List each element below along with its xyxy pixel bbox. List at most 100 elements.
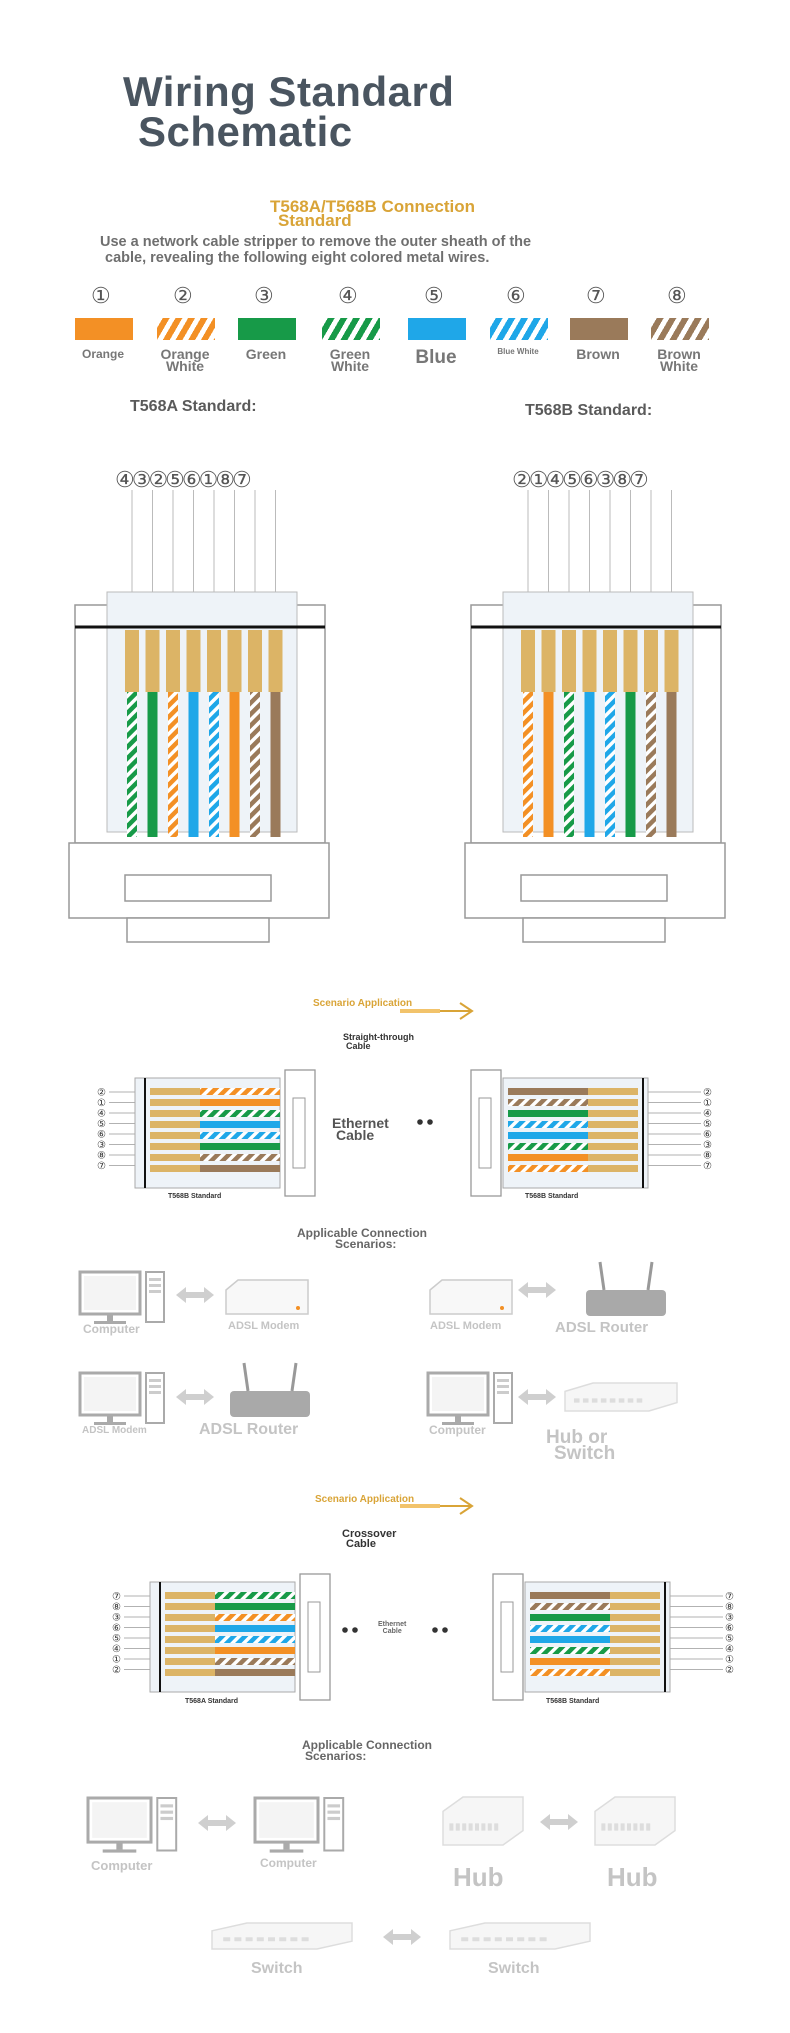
switch-port-icon xyxy=(573,1398,580,1403)
s1-pair4-right-line-1: Hub or xyxy=(546,1427,608,1448)
switch-port-icon xyxy=(494,1823,499,1831)
pin-number: ④ xyxy=(703,1109,712,1120)
switch-port-icon xyxy=(301,1937,309,1942)
wire-number: ⑦ xyxy=(586,284,606,309)
monitor-base-icon xyxy=(94,1321,126,1324)
gold-contact xyxy=(603,630,617,692)
wire-number: ③ xyxy=(254,284,274,309)
pin-number: ⑥ xyxy=(703,1130,712,1141)
switch-port-icon xyxy=(618,1398,625,1403)
connector-tail xyxy=(522,917,666,943)
tower-bay-icon xyxy=(149,1284,161,1287)
wire-swatch xyxy=(322,318,380,340)
wire-label: Green xyxy=(221,346,311,362)
wire-number: ⑤ xyxy=(424,284,444,309)
switch-icon xyxy=(442,1796,524,1846)
page-title: Wiring Standard Schematic xyxy=(123,71,454,153)
scenario2-applicable: Applicable Connection Scenarios: xyxy=(302,1738,433,1762)
description-line-1: Use a network cable stripper to remove t… xyxy=(100,234,532,250)
wire-core xyxy=(523,692,533,837)
tower-bay-icon xyxy=(160,1810,174,1814)
gold-contact xyxy=(588,1165,638,1172)
connector-tail xyxy=(126,917,270,943)
t568a-order: ④③②⑤⑥①⑧⑦ xyxy=(115,468,252,493)
gold-contact xyxy=(227,630,242,692)
gold-contact xyxy=(150,1099,200,1106)
scenario1-middle-line-1: Ethernet xyxy=(332,1115,389,1131)
pin-number: ⑤ xyxy=(97,1119,106,1130)
gold-contact xyxy=(150,1088,200,1095)
gold-contact xyxy=(610,1625,660,1632)
router-icon xyxy=(586,1290,666,1316)
pin-number: ⑧ xyxy=(703,1151,712,1162)
pin-number: ① xyxy=(703,1098,712,1109)
wire-core xyxy=(605,692,615,837)
wire-core xyxy=(215,1625,295,1632)
gold-contact xyxy=(541,630,556,692)
gold-contact xyxy=(150,1154,200,1161)
tower-bay-icon xyxy=(327,1804,341,1808)
gold-contact xyxy=(165,1658,215,1665)
gold-contact xyxy=(268,630,283,692)
antenna-icon xyxy=(598,1261,606,1291)
wire-core xyxy=(215,1647,295,1654)
scenario2-cable-type-line-1: Crossover xyxy=(342,1528,397,1540)
scenario2-right-caption: T568B Standard xyxy=(546,1698,600,1705)
wire-core xyxy=(646,692,656,837)
wire-core xyxy=(200,1132,280,1139)
plug-latch xyxy=(307,1601,321,1673)
switch-port-icon xyxy=(483,1937,491,1942)
wire-swatch xyxy=(75,318,133,340)
wire-core xyxy=(508,1121,588,1128)
wire-core xyxy=(530,1614,610,1621)
dot xyxy=(352,1627,358,1633)
wire-swatch xyxy=(570,318,628,340)
scenario2-applicable-line-1: Applicable Connection xyxy=(302,1738,433,1752)
wire-core xyxy=(200,1165,280,1172)
switch-icon xyxy=(564,1382,678,1412)
switch-icon xyxy=(449,1922,591,1950)
screen-icon xyxy=(84,1377,136,1411)
switch-port-icon xyxy=(475,1823,479,1831)
wire-core xyxy=(530,1658,610,1665)
gold-contact xyxy=(588,1154,638,1161)
wire-core xyxy=(508,1143,588,1150)
scenario2-left-caption: T568A Standard xyxy=(185,1698,239,1705)
wire-core xyxy=(200,1088,280,1095)
switch-port-icon xyxy=(609,1398,616,1403)
connection-standard-heading: T568A/T568B Connection Standard xyxy=(270,198,475,230)
s2-pair3-left: Switch xyxy=(251,1960,303,1977)
s2-pair2-right: Hub xyxy=(607,1862,658,1892)
wire-number: ⑥ xyxy=(506,284,526,309)
wire-core xyxy=(508,1132,588,1139)
pin-number: ⑤ xyxy=(703,1119,712,1130)
tower-bay-icon xyxy=(160,1816,174,1821)
pin-number: ① xyxy=(725,1655,734,1666)
tower-bay-icon xyxy=(149,1278,161,1281)
wire-label: Brown xyxy=(553,347,643,361)
tower-bay-icon xyxy=(497,1385,509,1388)
switch-port-icon xyxy=(468,1823,473,1831)
scenario1-cable-type-line-1: Straight-through xyxy=(343,1032,414,1042)
pin-number: ⑤ xyxy=(725,1634,734,1645)
gold-contact xyxy=(588,1088,638,1095)
pin-number: ④ xyxy=(97,1109,106,1120)
wire-core xyxy=(209,692,219,837)
connection-standard-line-2: Standard xyxy=(278,211,352,230)
scenario1-middle: Ethernet Cable xyxy=(332,1115,389,1142)
pin-number: ⑧ xyxy=(97,1151,106,1162)
switch-port-icon xyxy=(462,1823,467,1831)
gold-contact xyxy=(165,1625,215,1632)
wire-core xyxy=(200,1121,280,1128)
switch-port-icon xyxy=(256,1937,264,1942)
bidirectional-arrow-icon xyxy=(176,1389,214,1405)
wire-number: ② xyxy=(173,284,193,309)
wire-label-line-1: Green xyxy=(245,346,287,362)
pin-number: ⑧ xyxy=(725,1602,734,1613)
pin-number: ① xyxy=(97,1098,106,1109)
gold-contact xyxy=(610,1592,660,1599)
scenario1-applicable: Applicable Connection Scenarios: xyxy=(297,1227,427,1250)
pin-number: ② xyxy=(97,1088,106,1099)
gold-contact xyxy=(150,1132,200,1139)
gold-contact xyxy=(610,1658,660,1665)
